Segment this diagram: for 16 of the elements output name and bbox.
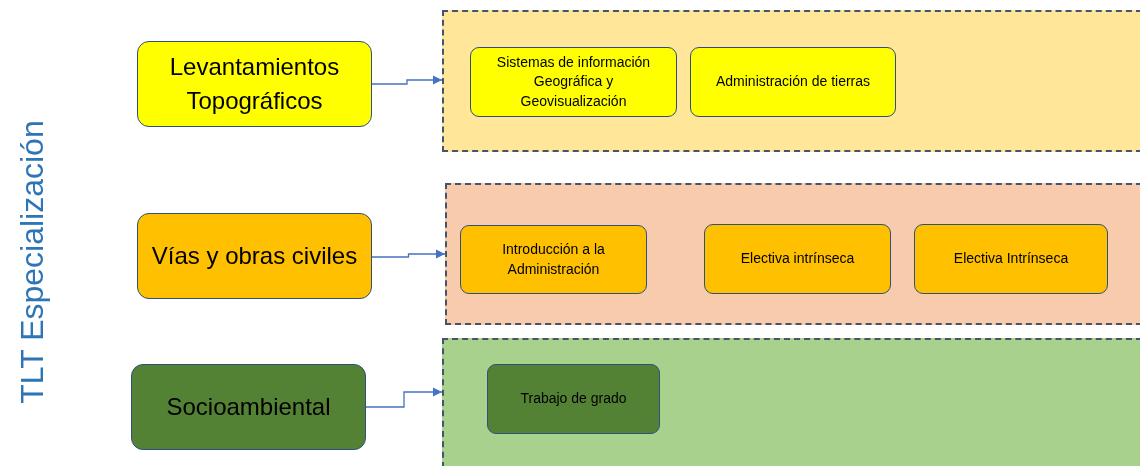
arrow — [371, 249, 446, 259]
course-box: Administración de tierras — [690, 47, 896, 117]
category-box: Socioambiental — [131, 364, 366, 450]
course-box: Electiva intrínseca — [704, 224, 891, 294]
panel-background — [442, 10, 1140, 152]
panel-background — [445, 183, 1140, 325]
arrow — [371, 75, 443, 85]
category-box: Levantamientos Topográficos — [137, 41, 372, 127]
category-box: Vías y obras civiles — [137, 213, 372, 299]
course-box: Sistemas de información Geográfica y Geovisualización — [470, 47, 677, 117]
course-box: Introducción a la Administración — [460, 225, 647, 294]
course-box: Electiva Intrínseca — [914, 224, 1108, 294]
panel-background — [442, 338, 1140, 466]
course-box: Trabajo de grado — [487, 364, 660, 434]
arrow — [365, 387, 443, 408]
vertical-title: TLT Especialización — [13, 120, 51, 404]
